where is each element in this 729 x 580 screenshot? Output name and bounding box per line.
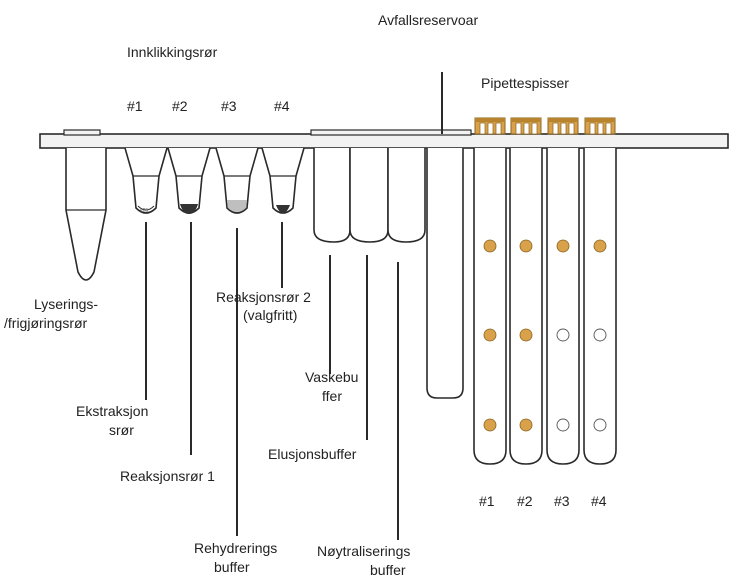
tip-top-2 — [510, 117, 542, 135]
label-ekstraksjon-line1: Ekstraksjon — [76, 403, 149, 419]
tip-top-1 — [474, 117, 506, 135]
tip-column-3 — [546, 148, 580, 465]
label-reaksjonsror2-line1: Reaksjonsrør 2 — [216, 289, 311, 305]
snap-tube-4 — [261, 147, 305, 214]
label-lysering-line1: Lyserings- — [34, 296, 99, 312]
tip-number-1: #1 — [479, 493, 495, 509]
elution-buffer-well — [349, 148, 389, 243]
label-ekstraksjon-line2: srør — [109, 422, 134, 438]
snap-tube-1: s26 — [124, 147, 168, 214]
lysis-tube — [65, 148, 107, 281]
label-rehydrerings-line2: buffer — [214, 559, 250, 575]
waste-reservoir — [426, 148, 464, 399]
tube-number-1: #1 — [127, 98, 143, 114]
tip-number-3: #3 — [554, 493, 570, 509]
label-lysering-line2: /frigjøringsrør — [4, 315, 88, 331]
tip-column-1 — [473, 148, 507, 465]
snap-tube-3 — [215, 147, 259, 214]
snap-tube-2 — [167, 147, 211, 214]
neutralization-buffer-well — [387, 148, 426, 243]
tip-number-2: #2 — [517, 493, 533, 509]
tube-number-4: #4 — [274, 98, 290, 114]
label-noytraliserings-line2: buffer — [370, 562, 406, 578]
tip-column-2 — [509, 148, 543, 465]
label-pipettespisser: Pipettespisser — [481, 75, 569, 91]
tip-number-4: #4 — [591, 493, 607, 509]
tip-top-4 — [584, 117, 616, 135]
label-noytraliserings-line1: Nøytraliserings — [317, 543, 411, 559]
wash-buffer-well — [313, 148, 351, 243]
label-vaskebuffer-line1: Vaskebu — [305, 369, 359, 385]
label-rehydrerings-line1: Rehydrerings — [194, 540, 278, 556]
pipette-tip-tops — [474, 117, 616, 135]
label-reaksjonsror2-line2: (valgfritt) — [243, 307, 298, 323]
label-innklikkingsror: Innklikkingsrør — [127, 44, 218, 60]
label-elusjonsbuffer: Elusjonsbuffer — [268, 446, 357, 462]
lysis-tube-cap — [63, 129, 101, 136]
label-avfallsreservoar: Avfallsreservoar — [378, 12, 479, 28]
tip-top-3 — [547, 117, 579, 135]
buffer-block-cap — [310, 129, 472, 136]
label-reaksjonsror1: Reaksjonsrør 1 — [120, 468, 215, 484]
tip-column-4 — [583, 148, 617, 465]
label-vaskebuffer-line2: ffer — [322, 388, 342, 404]
tube-number-3: #3 — [221, 98, 237, 114]
tube-number-2: #2 — [172, 98, 188, 114]
deck-plate — [39, 133, 729, 149]
svg-text:s26: s26 — [140, 208, 148, 214]
